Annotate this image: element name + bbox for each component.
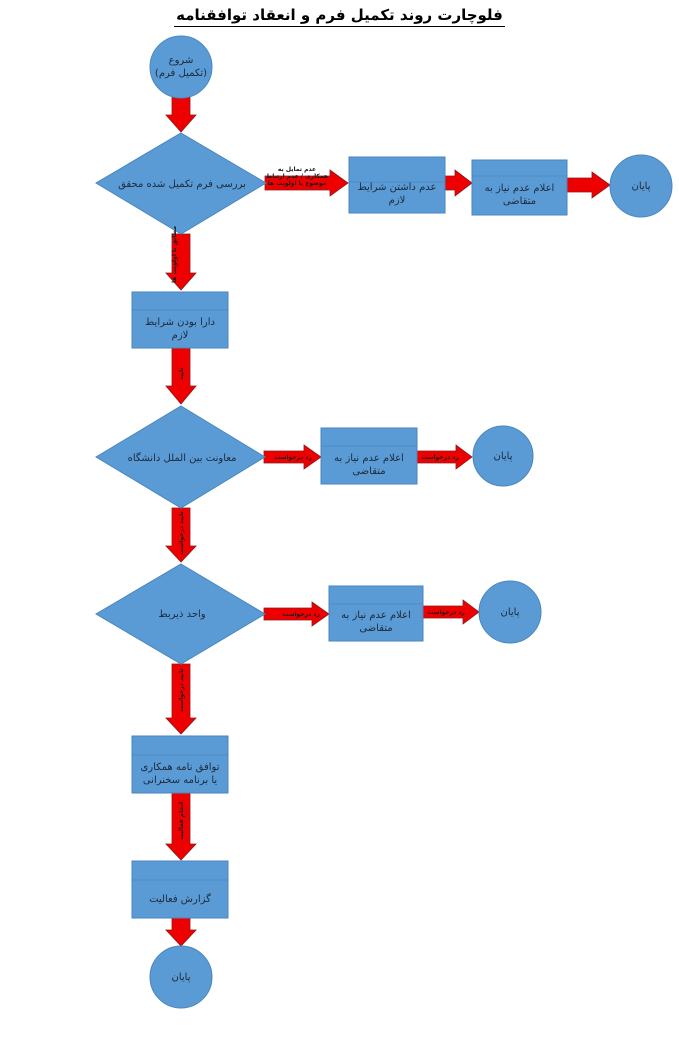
end-1-label: پایان bbox=[631, 180, 651, 192]
report-label: گزارش فعالیت bbox=[149, 893, 211, 905]
end-final-label: پایان bbox=[171, 971, 191, 983]
page-title: فلوچارت روند تکمیل فرم و انعقاد توافقنام… bbox=[0, 6, 679, 27]
edge-label-international-down: تایید درخواست bbox=[178, 511, 185, 555]
end-2-label: پایان bbox=[493, 450, 513, 462]
no-need-2-box bbox=[320, 427, 418, 485]
international-decision bbox=[95, 405, 266, 509]
edge-label-unit-down: تایید درخواست bbox=[178, 668, 185, 712]
review-label: بررسی فرم تکمیل شده محقق bbox=[118, 178, 246, 190]
arrow-no-need-1-to-end-1 bbox=[566, 171, 611, 199]
start-label: شروع (تکمیل فرم) bbox=[154, 55, 208, 79]
end-final-node bbox=[149, 945, 213, 1009]
no-need-1-label: اعلام عدم نیاز به متقاضی bbox=[484, 183, 555, 207]
unit-decision bbox=[95, 563, 266, 665]
edge-label-no-need-3-right: رد درخواست bbox=[427, 609, 465, 616]
arrow-lacks-to-no-need-1 bbox=[444, 169, 473, 197]
arrow-international-to-unit bbox=[165, 507, 197, 563]
end-2-node bbox=[472, 425, 534, 487]
arrow-report-to-end bbox=[165, 917, 197, 947]
lacks-conditions-box bbox=[348, 156, 446, 214]
arrow-international-to-no-need-2 bbox=[263, 444, 322, 470]
title-text: فلوچارت روند تکمیل فرم و انعقاد توافقنام… bbox=[174, 6, 505, 27]
arrow-agreement-to-report bbox=[165, 792, 197, 861]
no-need-2-label: اعلام عدم نیاز به متقاضی bbox=[334, 453, 404, 477]
agreement-box bbox=[131, 735, 229, 794]
arrow-no-need-2-to-end-2 bbox=[416, 444, 473, 470]
no-need-3-box bbox=[328, 585, 424, 642]
arrow-unit-to-no-need-3 bbox=[263, 601, 330, 627]
review-decision bbox=[95, 132, 267, 235]
lacks-conditions-label: عدم داشتن شرایط لازم bbox=[357, 182, 437, 206]
has-conditions-box bbox=[131, 291, 229, 349]
report-box bbox=[131, 860, 229, 919]
no-need-3-label: اعلام عدم نیاز به متقاضی bbox=[341, 610, 411, 634]
end-1-node bbox=[609, 154, 673, 218]
no-need-1-box bbox=[471, 159, 568, 216]
arrow-review-to-has-conditions bbox=[165, 233, 197, 291]
edge-label-international-right: رد درخواست bbox=[274, 454, 312, 461]
arrow-no-need-3-to-end-3 bbox=[422, 599, 480, 625]
edge-label-review-down: مطابق با اولویت ها bbox=[171, 225, 178, 283]
international-label: معاونت بین الملل دانشگاه bbox=[127, 452, 237, 464]
edge-label-unit-right: رد درخواست bbox=[282, 611, 320, 618]
arrow-start-to-review bbox=[165, 96, 197, 133]
edge-label-agreement-down: انجام فعالیت bbox=[178, 802, 185, 840]
edge-label-review-right: عدم تمایل به همکاری / عدم ارتباط موضوع ب… bbox=[266, 166, 328, 187]
unit-label: واحد ذیربط bbox=[158, 608, 206, 620]
end-3-label: پایان bbox=[500, 606, 520, 618]
agreement-label: توافق نامه همکاری یا برنامه سخنرانی bbox=[140, 762, 220, 786]
arrow-review-to-lacks bbox=[264, 169, 349, 197]
arrow-unit-to-agreement bbox=[165, 663, 197, 735]
end-3-node bbox=[478, 580, 542, 644]
edge-label-no-need-2-right: رد درخواست bbox=[421, 454, 459, 461]
has-conditions-label: دارا بودن شرایط لازم bbox=[145, 317, 215, 341]
arrow-has-conditions-to-international bbox=[165, 347, 197, 405]
start-node bbox=[149, 35, 213, 99]
edge-label-to-international: تایید bbox=[178, 367, 185, 380]
